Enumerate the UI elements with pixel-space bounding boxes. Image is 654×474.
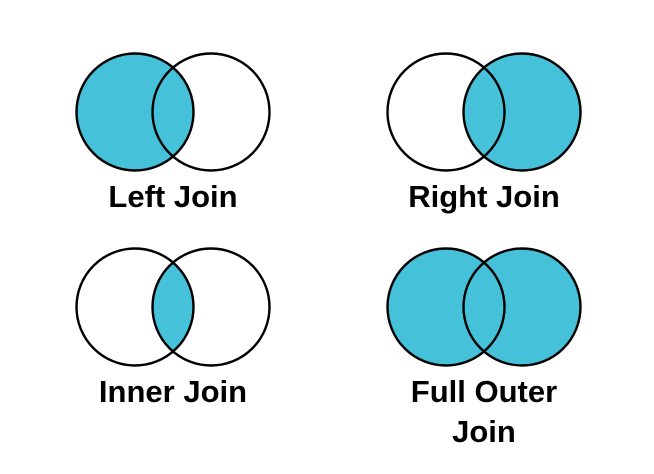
venn-diagram-graphic	[75, 247, 271, 367]
left-circle-outline	[386, 247, 506, 367]
venn-diagram-graphic	[75, 52, 271, 172]
right-circle-region	[463, 53, 581, 171]
right-circle-outline	[462, 52, 582, 172]
right-circle-region	[463, 248, 581, 366]
diagram-label: Inner Join	[98, 374, 248, 409]
venn-diagram-graphic	[386, 52, 582, 172]
venn-right-join: Right Join	[351, 40, 617, 217]
intersection-region	[152, 262, 194, 352]
venn-inner-join: Inner Join	[40, 235, 306, 412]
left-circle-outline	[75, 52, 195, 172]
right-circle-outline	[462, 247, 582, 367]
diagram-label: Right Join	[408, 179, 560, 214]
left-circle-outline	[386, 52, 506, 172]
left-circle-outline	[75, 247, 195, 367]
diagram-label: Full Outer Join	[410, 374, 558, 449]
right-circle-outline	[151, 52, 271, 172]
venn-left-join: Left Join	[40, 40, 306, 217]
left-circle-region	[76, 53, 194, 171]
right-circle-outline	[151, 247, 271, 367]
venn-diagram-graphic	[386, 247, 582, 367]
venn-full-outer-join: Full Outer Join	[351, 235, 617, 452]
diagram-label: Left Join	[108, 179, 238, 214]
